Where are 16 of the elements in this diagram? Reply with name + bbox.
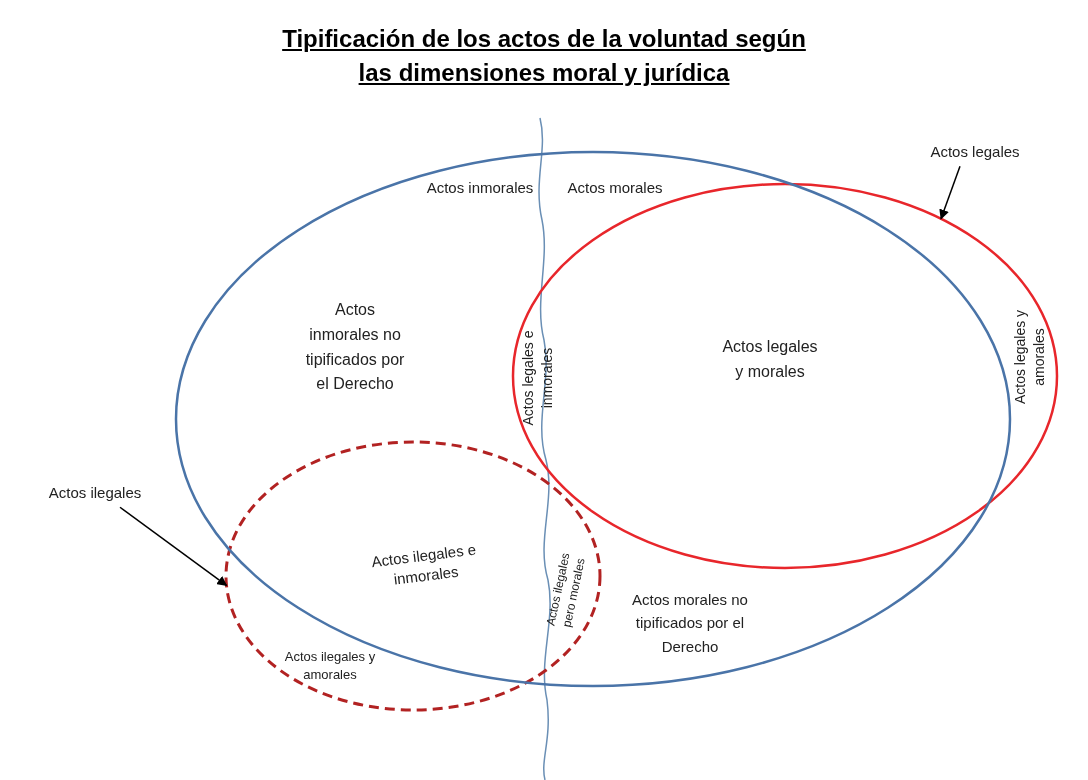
region-label: Actos legales y morales: [721, 337, 819, 382]
region-label: Actos legales e inmorales: [519, 330, 556, 426]
region-label: Actos ilegales pero morales: [542, 550, 589, 631]
diagram-title: Tipificación de los actos de la voluntad según las dimensiones moral y jurídica: [281, 24, 807, 88]
region-label: Actos ilegales e inmorales: [369, 539, 478, 590]
region-label: Actos morales: [566, 177, 664, 198]
leader-line: [939, 165, 961, 220]
region-label: Actos legales y amorales: [1011, 309, 1048, 405]
region-label: Actos inmorales: [425, 177, 535, 198]
callout-label: Actos ilegales: [35, 483, 155, 504]
dashed-set-ellipse: [223, 439, 603, 713]
region-label: Actos ilegales y amorales: [283, 648, 377, 684]
callout-label: Actos legales: [915, 142, 1035, 163]
region-label: Actos inmorales no tipificados por el Derecho: [304, 300, 406, 395]
region-label: Actos morales no tipificados por el Derecho: [631, 590, 749, 657]
leader-line: [119, 506, 228, 587]
